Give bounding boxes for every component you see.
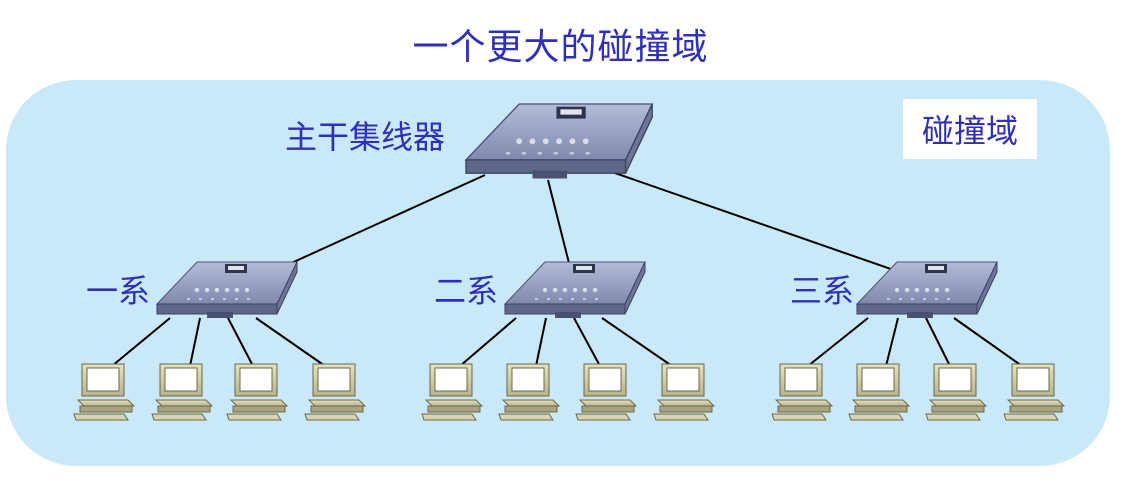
department-1-label: 一系: [86, 272, 151, 310]
computer-icon: [73, 363, 135, 421]
computer-icon: [771, 363, 833, 421]
computer-icon: [925, 363, 987, 421]
computer-icon: [575, 363, 637, 421]
computer-icon: [421, 363, 483, 421]
backbone-hub-icon: [465, 103, 653, 180]
computer-icon: [151, 363, 213, 421]
link-backbone-dept2: [547, 179, 573, 276]
computer-icon: [226, 363, 288, 421]
link-backbone-dept1: [264, 174, 486, 276]
computer-icon: [1003, 363, 1065, 421]
collision-domain-label: 碰撞域: [903, 99, 1037, 159]
department-3-hub-icon: [856, 261, 998, 319]
computer-icon: [848, 363, 910, 421]
diagram-title: 一个更大的碰撞域: [412, 27, 709, 68]
department-3-label: 三系: [790, 272, 855, 310]
computer-icon: [653, 363, 715, 421]
department-2-hub-icon: [504, 261, 646, 319]
computer-icon: [304, 363, 366, 421]
backbone-hub-label: 主干集线器: [285, 118, 446, 156]
department-2-label: 二系: [434, 272, 499, 310]
computer-icon: [498, 363, 560, 421]
access-links: [111, 317, 1023, 367]
link-backbone-dept3: [611, 171, 909, 276]
department-1-hub-icon: [156, 261, 298, 319]
backbone-links: [264, 171, 909, 276]
